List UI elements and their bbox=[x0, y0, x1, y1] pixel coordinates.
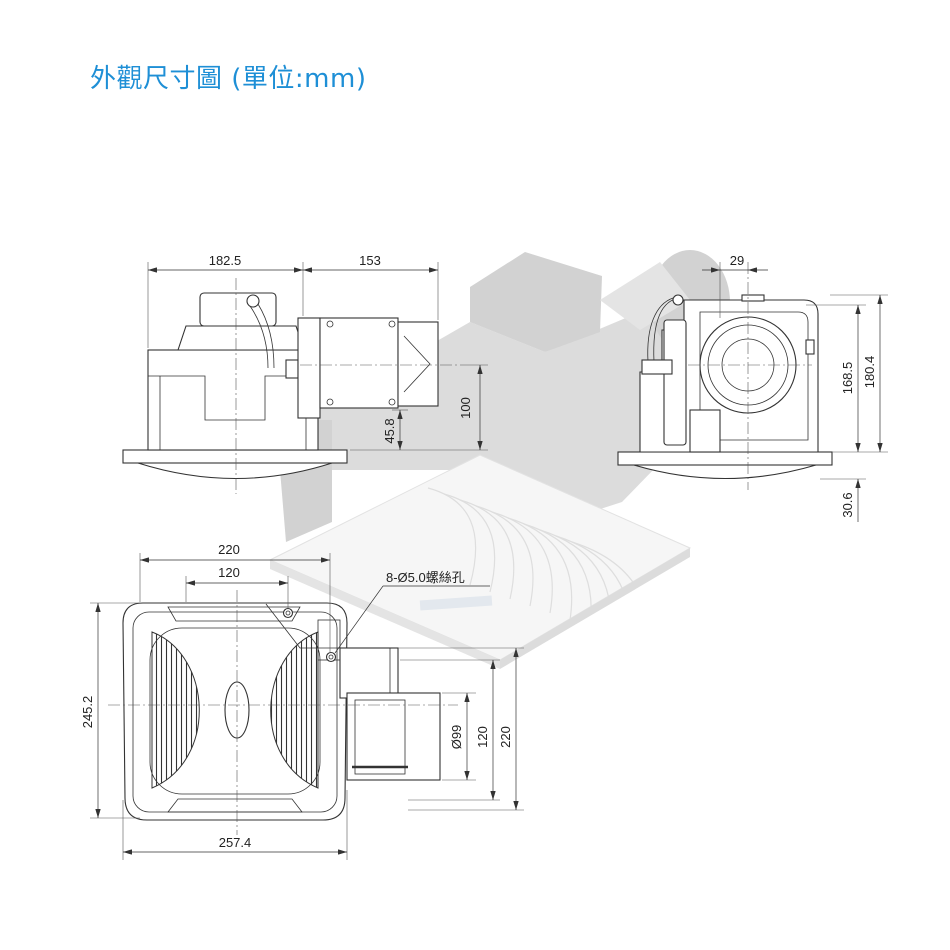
end-view-grille-dome bbox=[633, 464, 817, 480]
dimension-label-left-width: 182.5 bbox=[209, 253, 242, 268]
dimension-label-panel-depth: 245.2 bbox=[80, 696, 95, 729]
side-view-motor-cap bbox=[199, 292, 277, 327]
ghost-panel-edge-left bbox=[270, 560, 500, 669]
bottom-view-grille-left bbox=[151, 631, 200, 789]
side-view-damper bbox=[397, 321, 439, 407]
end-view-top-clip bbox=[741, 294, 765, 302]
bottom-view-screw-hole-inner bbox=[285, 610, 291, 616]
side-view-damper-flap bbox=[403, 335, 431, 393]
end-view-flange bbox=[617, 451, 833, 466]
end-view-terminal-block bbox=[641, 359, 673, 375]
bottom-view-duct-bracket bbox=[339, 647, 399, 699]
end-view-side-knob bbox=[805, 339, 815, 355]
side-view-motor-base bbox=[177, 325, 305, 351]
side-view-bracket bbox=[297, 317, 321, 419]
dimension-label-duct-bottom-height: 45.8 bbox=[382, 418, 397, 443]
bottom-view-duct bbox=[346, 692, 441, 781]
bottom-view-duct-inner bbox=[354, 699, 406, 775]
screw-hole-note: 8-Ø5.0螺絲孔 bbox=[386, 570, 465, 585]
end-view-wire-grommet bbox=[672, 294, 684, 306]
side-view-body-step bbox=[148, 375, 318, 421]
background-product-render bbox=[268, 250, 730, 669]
side-view-screw bbox=[326, 398, 334, 406]
end-view-inner-housing bbox=[699, 311, 809, 441]
dimension-label-body-height: 168.5 bbox=[840, 362, 855, 395]
dimension-label-duct-length: 153 bbox=[359, 253, 381, 268]
side-view-connector bbox=[285, 359, 299, 379]
dimension-label-duct-center-height: 100 bbox=[458, 397, 473, 419]
bottom-view-grille-right bbox=[270, 631, 319, 789]
end-view-lower-bracket bbox=[689, 409, 721, 453]
bottom-view-bottom-slot bbox=[167, 798, 303, 813]
side-view-wire-grommet bbox=[246, 294, 260, 308]
side-view-screw bbox=[388, 320, 396, 328]
dimension-label-duct-offset: 29 bbox=[730, 253, 744, 268]
ghost-motor-box bbox=[470, 252, 602, 352]
bottom-view: 220 120 8-Ø5.0螺絲孔 245.2 257.4 Ø99 120 22… bbox=[80, 542, 524, 860]
bottom-view-corner-bracket bbox=[265, 603, 340, 649]
side-view-grille-dome bbox=[137, 462, 333, 479]
ghost-panel-edge-right bbox=[500, 548, 690, 669]
bottom-view-screw-hole-inner bbox=[328, 654, 334, 660]
screw-note-leader bbox=[334, 585, 384, 654]
side-view-wire bbox=[257, 303, 275, 369]
side-view-wire-2 bbox=[249, 305, 269, 369]
dimension-label-total-height: 180.4 bbox=[862, 356, 877, 389]
bottom-view-grille-frame bbox=[149, 627, 321, 795]
ghost-duct-neck bbox=[600, 262, 690, 330]
side-view-screw bbox=[388, 398, 396, 406]
bottom-view-screw-hole bbox=[282, 607, 294, 619]
dimension-label-duct-bracket-height: 220 bbox=[498, 726, 513, 748]
dimension-label-screw-span-wide: 220 bbox=[218, 542, 240, 557]
bottom-view-top-slot bbox=[167, 606, 301, 622]
dimension-label-duct-diameter: Ø99 bbox=[449, 725, 464, 750]
end-view: 29 168.5 180.4 30.6 bbox=[617, 253, 888, 522]
side-view-duct-box bbox=[319, 317, 399, 409]
ghost-brand-plate bbox=[419, 595, 493, 611]
side-view-screw bbox=[326, 320, 334, 328]
dimension-label-screw-span-narrow: 120 bbox=[218, 565, 240, 580]
dimension-label-grille-depth: 30.6 bbox=[840, 492, 855, 517]
end-view-wire-2 bbox=[647, 297, 674, 363]
dimension-label-duct-height: 120 bbox=[475, 726, 490, 748]
side-view: 182.5 153 100 45.8 bbox=[122, 253, 488, 494]
side-view-flange bbox=[122, 449, 348, 464]
bottom-view-screw-hole bbox=[325, 651, 337, 663]
page-title: 外觀尺寸圖 (單位:mm) bbox=[90, 64, 367, 94]
dimension-label-panel-width: 257.4 bbox=[219, 835, 252, 850]
end-view-lever bbox=[663, 319, 687, 446]
